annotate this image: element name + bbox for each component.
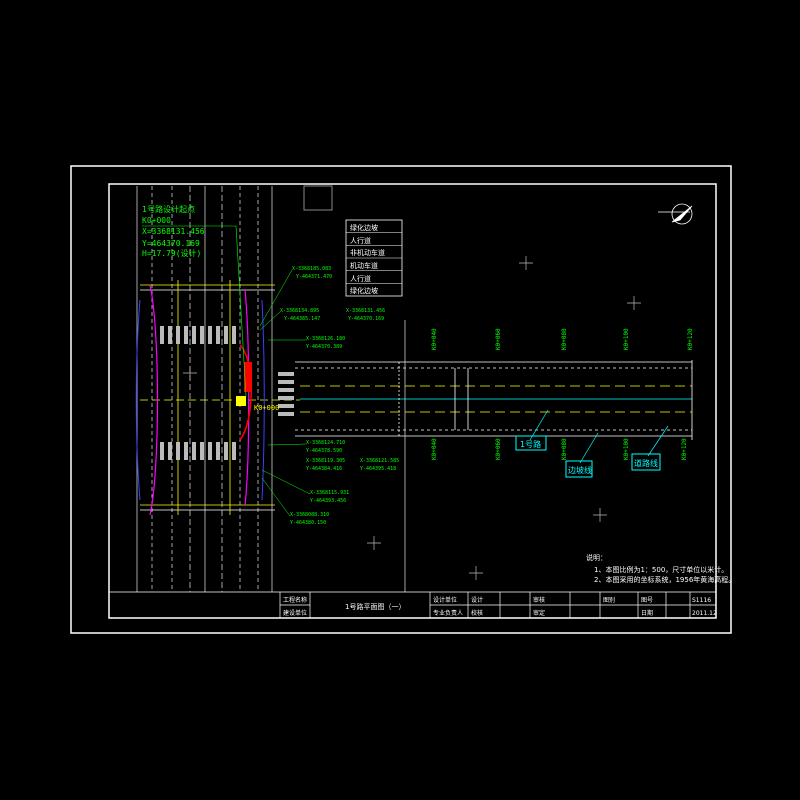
intersection-lines xyxy=(140,280,300,515)
coord-annotations: X-3368185.083 Y-464371.470 X-3368134.895… xyxy=(259,266,399,526)
curb-left-label: 边坡线 xyxy=(568,465,592,475)
tb-sign-review: 审核 xyxy=(533,596,545,604)
blue-lines xyxy=(135,299,265,501)
svg-text:X-3368088.310: X-3368088.310 xyxy=(290,512,329,518)
svg-text:X-3368115.931: X-3368115.931 xyxy=(310,490,349,496)
crosswalk-bottom xyxy=(160,442,236,460)
tb-label-design-unit: 设计单位 xyxy=(433,596,457,604)
tb-sign-check: 校核 xyxy=(471,609,483,617)
svg-text:K0+040: K0+040 xyxy=(431,438,438,460)
svg-text:K0+100: K0+100 xyxy=(623,438,630,460)
svg-text:Y-464378.590: Y-464378.590 xyxy=(306,448,342,454)
crosswalk-top xyxy=(160,326,236,344)
svg-text:K0+120: K0+120 xyxy=(681,438,688,460)
notes-heading: 说明： xyxy=(586,553,607,562)
start-point-y: Y=464370.169 xyxy=(142,239,200,248)
inner-frame xyxy=(108,183,717,619)
outer-frame xyxy=(70,165,732,634)
start-point-annotation: 1号路设计起点 K0+000 X=3368131.456 Y=464370.16… xyxy=(142,204,247,397)
tb-label-category: 图别 xyxy=(603,596,615,604)
callouts: 1号路 边坡线 道路线 xyxy=(515,409,669,478)
building-outline xyxy=(303,185,333,211)
svg-text:X-3368124.710: X-3368124.710 xyxy=(306,440,345,446)
svg-text:Y-464393.456: Y-464393.456 xyxy=(310,498,346,504)
tb-label-project: 工程名称 xyxy=(283,596,307,604)
tb-sign-approve: 审定 xyxy=(533,609,545,617)
drawing-date: 2011.12 xyxy=(692,610,717,617)
svg-text:K0+080: K0+080 xyxy=(561,438,568,460)
start-point-x: X=3368131.456 xyxy=(142,227,205,236)
svg-text:K0+100: K0+100 xyxy=(623,328,630,350)
svg-text:Y-464371.470: Y-464371.470 xyxy=(296,274,332,280)
tb-label-client: 建设单位 xyxy=(283,609,307,617)
station-ticks: K0+040 K0+060 K0+080 K0+100 K0+120 K0+04… xyxy=(431,328,694,460)
road-name-label: 1号路 xyxy=(520,439,541,449)
drawing-number: S1116 xyxy=(692,597,711,604)
svg-text:Y-464380.150: Y-464380.150 xyxy=(290,520,326,526)
svg-text:Y-464370.389: Y-464370.389 xyxy=(306,344,342,350)
svg-text:K0+060: K0+060 xyxy=(495,438,502,460)
start-point-h: H=17.79(设计) xyxy=(142,248,201,258)
svg-text:Y-464370.169: Y-464370.169 xyxy=(348,316,384,322)
svg-text:X-3368185.083: X-3368185.083 xyxy=(292,266,331,272)
tb-label-date: 日期 xyxy=(641,609,653,617)
curb-arcs xyxy=(149,284,250,516)
north-arrow-icon xyxy=(658,203,693,225)
curb-right-label: 道路线 xyxy=(634,458,658,468)
legend-table: 绿化边坡 人行道 非机动车道 机动车道 人行道 绿化边坡 xyxy=(345,219,403,297)
start-point-title: 1号路设计起点 xyxy=(142,204,195,214)
title-block-text: 工程名称 建设单位 1号路平面图（一） 设计单位 专业负责人 设计 校核 审核 … xyxy=(283,596,717,617)
tb-label-lead: 专业负责人 xyxy=(433,609,463,617)
notes-line-2: 2、本图采用的坐标系统，1956年黄海高程。 xyxy=(594,575,735,584)
svg-text:Y-464395.418: Y-464395.418 xyxy=(360,466,396,472)
svg-text:K0+060: K0+060 xyxy=(495,328,502,350)
legend-row-2: 人行道 xyxy=(350,236,371,245)
svg-text:K0+120: K0+120 xyxy=(687,328,694,350)
survey-points xyxy=(183,256,641,580)
tb-label-drawing-no: 图号 xyxy=(641,597,653,604)
svg-text:X-3368134.895: X-3368134.895 xyxy=(280,308,319,314)
svg-text:K0+080: K0+080 xyxy=(561,328,568,350)
notes-line-1: 1、本图比例为1：500，尺寸单位以米计。 xyxy=(594,565,728,574)
svg-text:Y-464385.147: Y-464385.147 xyxy=(284,316,320,322)
cross-street xyxy=(136,186,273,592)
notes: 说明： 1、本图比例为1：500，尺寸单位以米计。 2、本图采用的坐标系统，19… xyxy=(586,553,735,584)
legend-row-3: 非机动车道 xyxy=(350,248,385,257)
svg-text:X-3368126.180: X-3368126.180 xyxy=(306,336,345,342)
svg-text:X-3368119.305: X-3368119.305 xyxy=(306,458,345,464)
main-road xyxy=(295,320,693,592)
tb-sign-design: 设计 xyxy=(471,596,483,604)
drawing-title: 1号路平面图（一） xyxy=(345,602,405,611)
title-block xyxy=(109,591,716,618)
start-marker: K0+000 xyxy=(236,344,279,441)
svg-text:K0+040: K0+040 xyxy=(431,328,438,350)
legend-row-1: 绿化边坡 xyxy=(350,223,378,232)
legend-row-5: 人行道 xyxy=(350,274,371,283)
svg-text:X-3368131.456: X-3368131.456 xyxy=(346,308,385,314)
legend-row-4: 机动车道 xyxy=(350,261,378,270)
start-point-station: K0+000 xyxy=(142,216,171,225)
legend-row-6: 绿化边坡 xyxy=(350,286,378,295)
svg-text:Y-464384.416: Y-464384.416 xyxy=(306,466,342,472)
svg-text:X-3368121.585: X-3368121.585 xyxy=(360,458,399,464)
svg-text:K0+000: K0+000 xyxy=(254,404,279,412)
crosswalk-right xyxy=(278,372,294,416)
